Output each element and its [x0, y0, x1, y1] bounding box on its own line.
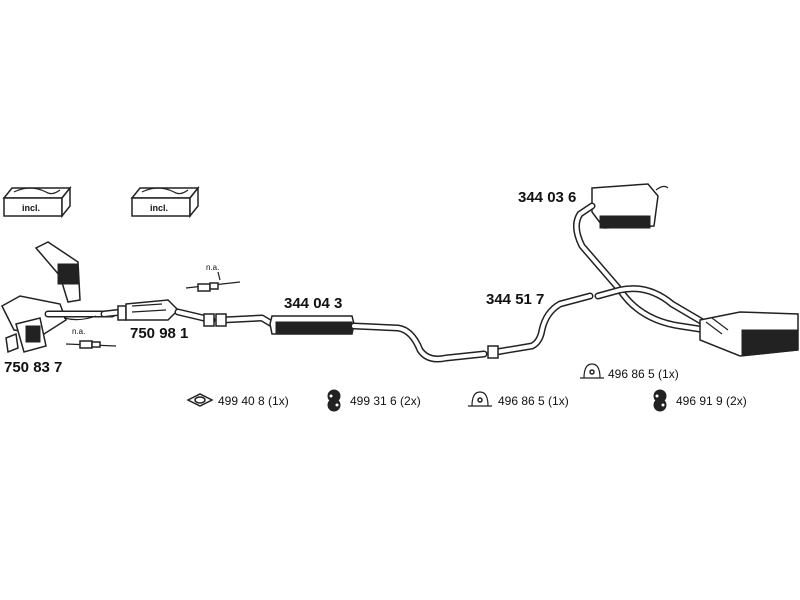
- connecting-pipe-part: [487, 292, 594, 359]
- accessory-item: 496 91 9 (2x): [653, 389, 747, 412]
- clamp-bracket-icon: [580, 363, 604, 379]
- front-manifold-part: [1, 241, 116, 354]
- accessory-code: 499 31 6 (2x): [350, 394, 421, 408]
- catalyst-part-number: 750 98 1: [130, 325, 188, 342]
- rear-silencer-part: [573, 183, 799, 357]
- lambda-sensor-lower: n.a.: [65, 327, 117, 349]
- kit-incl-label: incl.: [22, 203, 40, 213]
- accessory-code: 499 40 8 (1x): [218, 394, 289, 408]
- accessory-item: 496 86 5 (1x): [468, 391, 569, 408]
- accessory-item: 499 31 6 (2x): [327, 389, 421, 412]
- accessory-code: 496 86 5 (1x): [608, 367, 679, 381]
- front-manifold-part-number: 750 83 7: [4, 359, 62, 376]
- accessory-item: 499 40 8 (1x): [186, 393, 289, 408]
- rubber-mount-icon: [653, 389, 667, 412]
- clamp-bracket-icon: [468, 391, 492, 407]
- rear-silencer-part-number: 344 03 6: [518, 189, 576, 206]
- accessory-item: 496 86 5 (1x): [580, 363, 679, 381]
- na-label: n.a.: [72, 327, 85, 336]
- catalyst-part: [100, 299, 216, 327]
- kit-incl-label: incl.: [150, 203, 168, 213]
- accessory-code: 496 86 5 (1x): [498, 394, 569, 408]
- middle-silencer-part-number: 344 04 3: [284, 295, 342, 312]
- na-label: n.a.: [206, 263, 219, 272]
- mounting-kit-box-left: incl.: [2, 185, 72, 219]
- rubber-mount-icon: [327, 389, 341, 412]
- mounting-kit-box-right: incl.: [130, 185, 200, 219]
- lambda-sensor-upper: n.a.: [185, 263, 241, 292]
- connecting-pipe-part-number: 344 51 7: [486, 291, 544, 308]
- middle-silencer-part: [215, 313, 488, 363]
- gasket-ring-icon: [186, 393, 214, 407]
- accessory-code: 496 91 9 (2x): [676, 394, 747, 408]
